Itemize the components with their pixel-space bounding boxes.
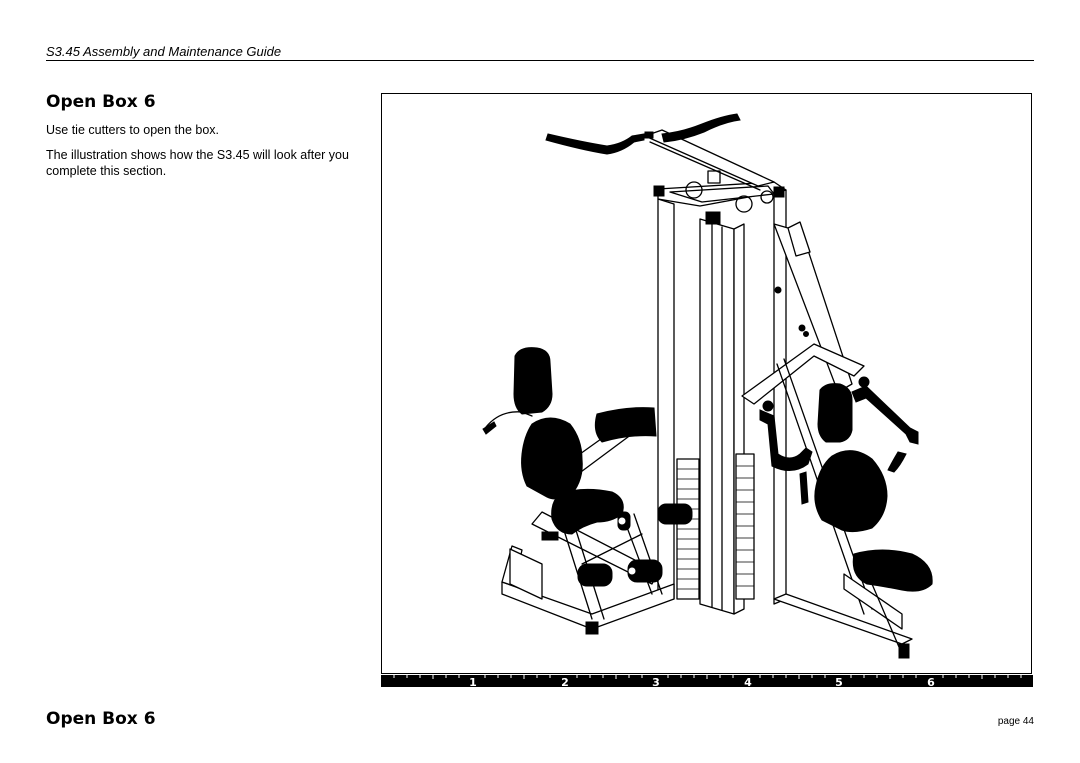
guide-title: S3.45 Assembly and Maintenance Guide	[46, 44, 282, 59]
page-number: page 44	[997, 716, 1034, 727]
instruction-illustration-note: The illustration shows how the S3.45 wil…	[46, 148, 349, 178]
home-gym-illustration	[482, 113, 933, 659]
header-rule	[46, 60, 1034, 61]
ruler-ticks: 1 2 3 4 5 6	[393, 675, 1022, 687]
ruler-label-1: 1	[469, 676, 477, 687]
gym-illustration-frame	[381, 93, 1032, 674]
section-title: Open Box 6	[46, 92, 156, 112]
ruler-label-4: 4	[744, 676, 752, 687]
ruler-label-3: 3	[652, 676, 660, 687]
scale-ruler: 1 2 3 4 5 6	[381, 675, 1033, 687]
instruction-open-box: Use tie cutters to open the box.	[46, 123, 220, 137]
ruler-label-2: 2	[561, 676, 569, 687]
ruler-label-6: 6	[927, 676, 935, 687]
footer-section-title: Open Box 6	[46, 709, 156, 729]
ruler-label-5: 5	[835, 676, 843, 687]
